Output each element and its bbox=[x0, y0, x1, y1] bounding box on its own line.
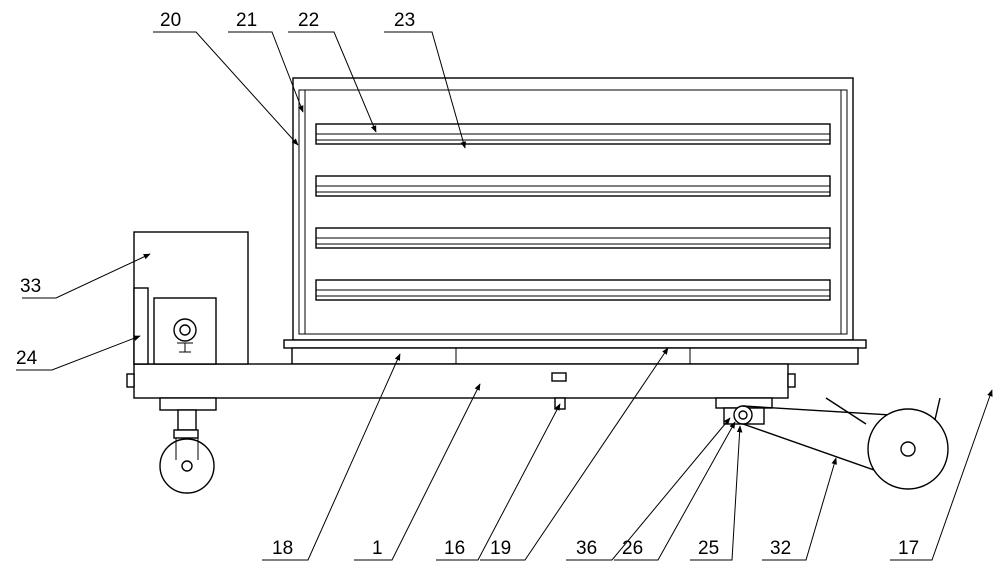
drive-assembly bbox=[715, 397, 949, 490]
base-plate-upper bbox=[283, 339, 867, 349]
shelf bbox=[315, 175, 831, 197]
label-1: 1 bbox=[372, 538, 383, 559]
caster-stem bbox=[177, 409, 197, 431]
part-labels: 20 21 22 23 33 24 18 1 16 19 36 26 25 32… bbox=[16, 10, 919, 559]
shelf bbox=[315, 123, 831, 145]
lifting-ring bbox=[173, 318, 197, 353]
caster-hub bbox=[181, 460, 193, 472]
left-caster bbox=[159, 397, 217, 494]
label-26: 26 bbox=[622, 538, 643, 559]
label-19: 19 bbox=[490, 538, 511, 559]
label-16: 16 bbox=[444, 538, 465, 559]
label-20: 20 bbox=[160, 10, 181, 31]
cabinet-outer-frame bbox=[292, 77, 854, 341]
cabinet-inner-wall bbox=[298, 89, 848, 335]
caster-fork bbox=[173, 429, 199, 439]
label-21: 21 bbox=[236, 10, 257, 31]
label-33: 33 bbox=[20, 276, 41, 297]
base-plate-lower bbox=[291, 347, 859, 365]
label-17: 17 bbox=[898, 538, 919, 559]
control-box bbox=[133, 231, 249, 365]
label-18: 18 bbox=[272, 538, 293, 559]
label-25: 25 bbox=[698, 538, 719, 559]
pulley-hub bbox=[738, 410, 748, 420]
label-36: 36 bbox=[576, 538, 597, 559]
label-22: 22 bbox=[298, 10, 319, 31]
center-bolt bbox=[554, 397, 566, 410]
platform bbox=[133, 363, 789, 399]
side-bracket bbox=[133, 287, 149, 365]
caster-plate bbox=[159, 397, 217, 411]
label-24: 24 bbox=[16, 348, 38, 369]
cabinet bbox=[292, 77, 854, 341]
label-32: 32 bbox=[770, 538, 791, 559]
leader-lines bbox=[16, 31, 993, 561]
left-end-cap bbox=[126, 373, 135, 388]
center-slot bbox=[551, 372, 567, 382]
platform-beam bbox=[126, 363, 796, 410]
shelf bbox=[315, 227, 831, 249]
label-23: 23 bbox=[394, 10, 415, 31]
drive-wheel-hub bbox=[900, 441, 916, 457]
base-plates bbox=[283, 339, 867, 365]
shelf bbox=[315, 279, 831, 301]
right-end-cap bbox=[787, 373, 796, 388]
